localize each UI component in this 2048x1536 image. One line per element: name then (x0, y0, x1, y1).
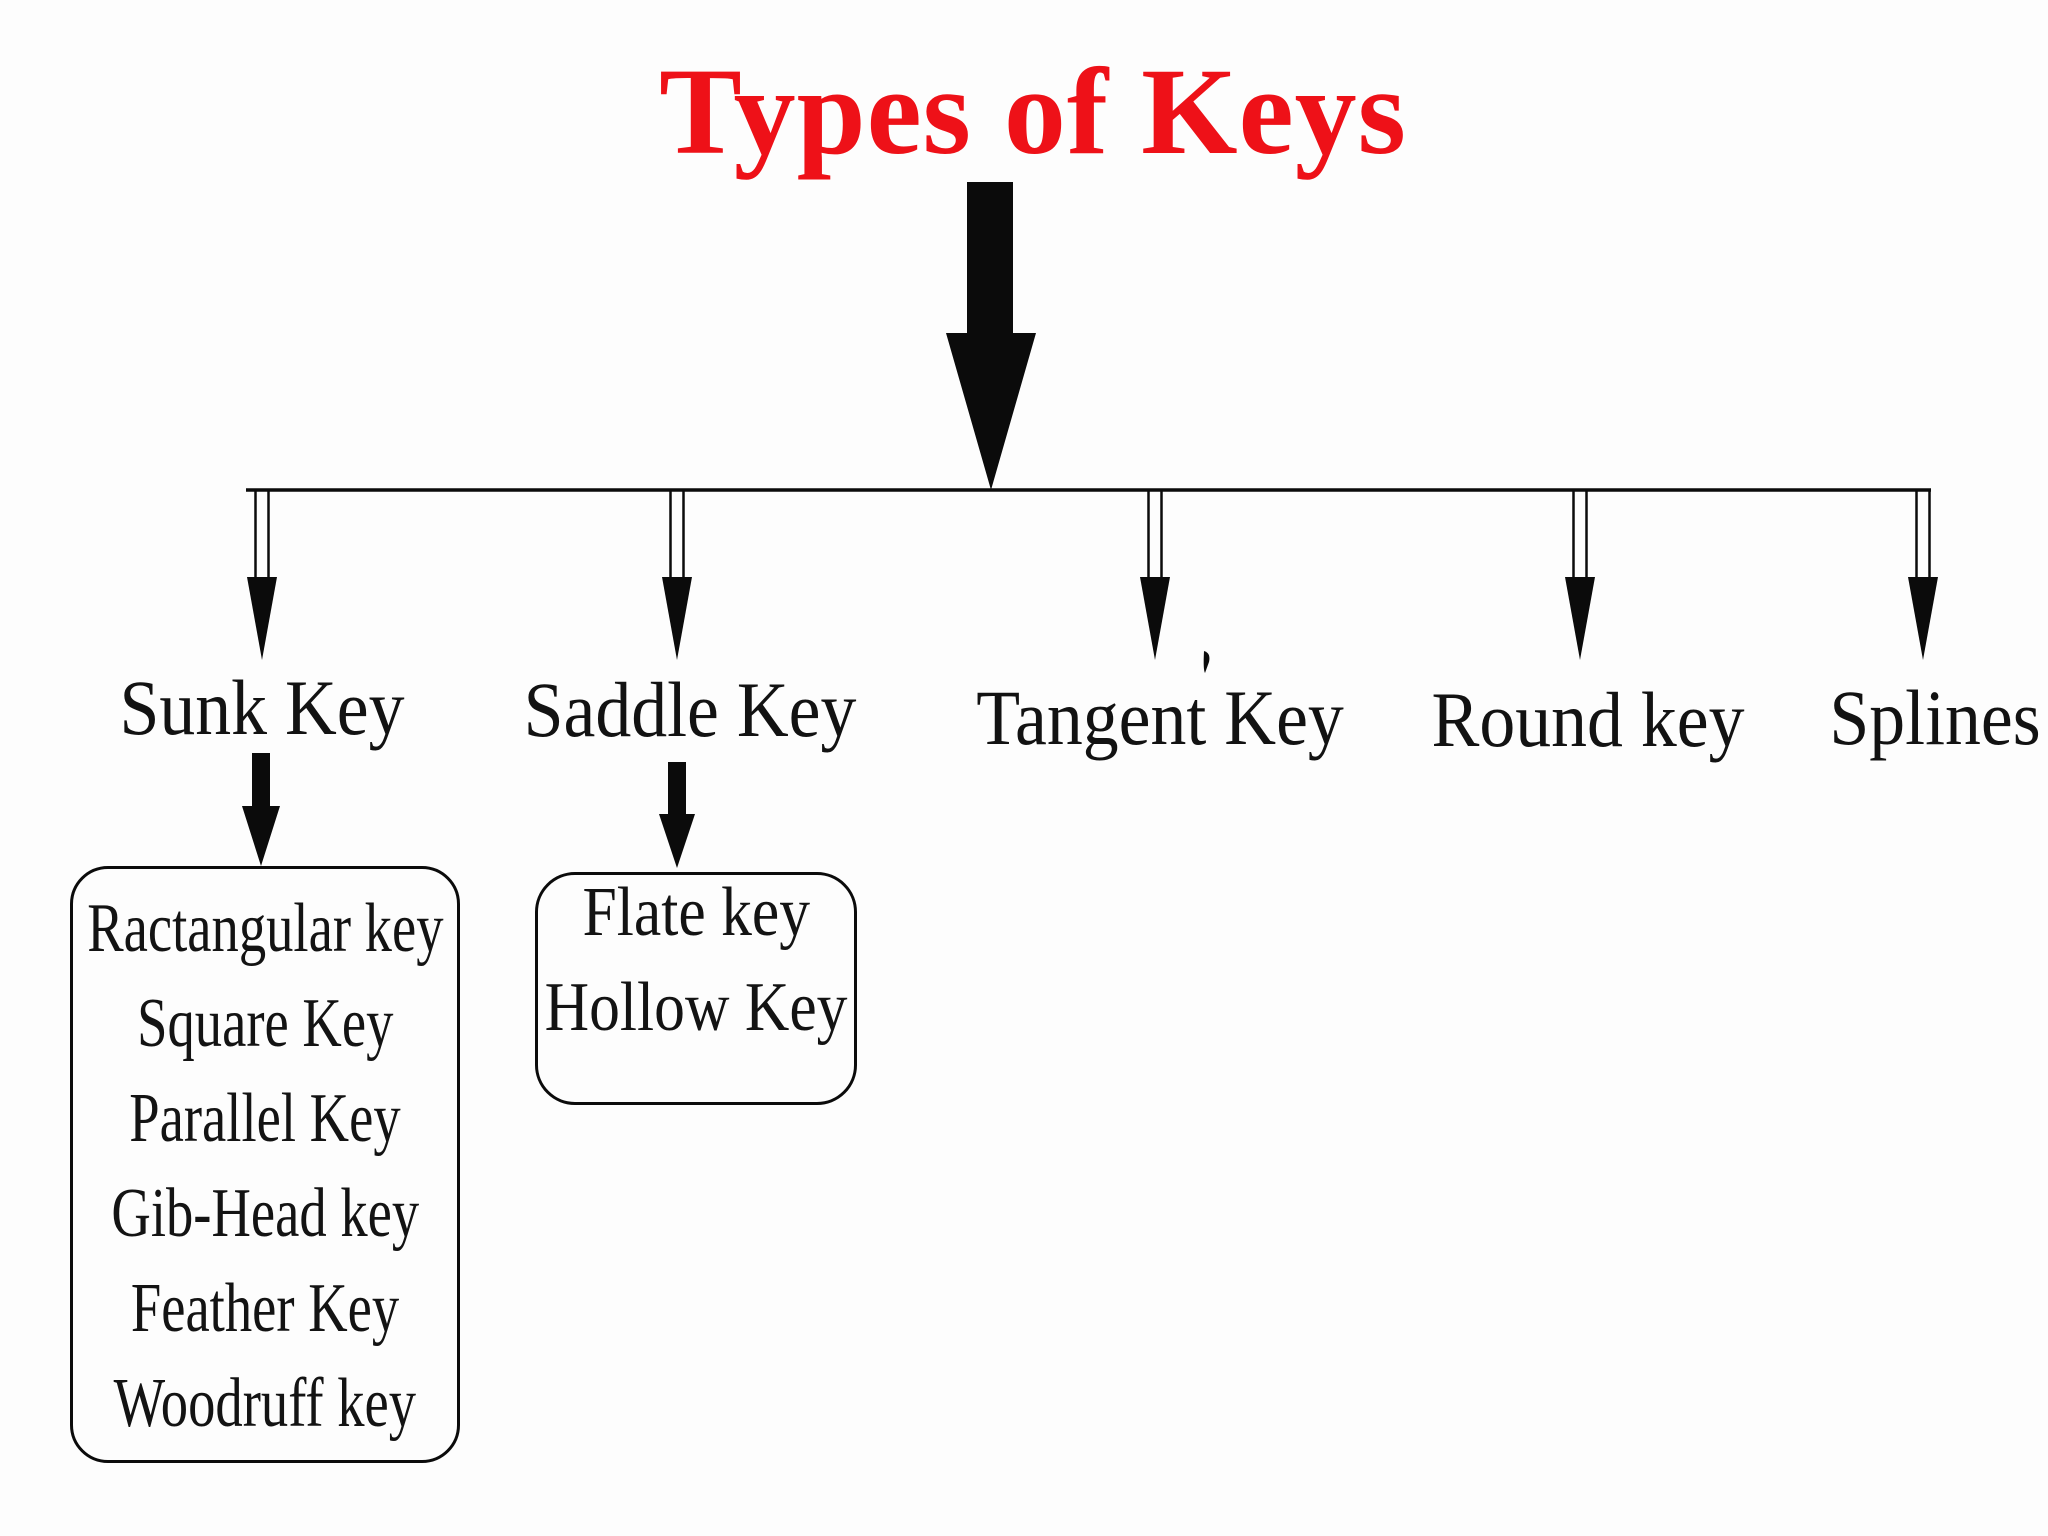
drop-arrow-sunk-icon (247, 491, 277, 660)
key-type-item: Ractangular key (86, 890, 444, 967)
key-type-item: Woodruff key (113, 1365, 417, 1442)
stray-mark (1203, 651, 1210, 673)
drop-arrow-saddle-icon (662, 491, 692, 660)
category-label-round-key: Round key (1431, 676, 1745, 763)
key-type-item: Gib-Head key (111, 1175, 419, 1252)
category-label-tangent-key: Tangent Key (976, 674, 1344, 761)
key-type-item: Parallel Key (129, 1080, 401, 1157)
key-type-item: Square Key (136, 985, 394, 1062)
sunk-to-box-arrow-icon (242, 753, 280, 866)
drop-arrow-tangent-icon (1140, 491, 1170, 660)
drop-arrow-splines-icon (1908, 491, 1938, 660)
category-label-splines: Splines (1829, 674, 2041, 761)
sunk-key-types-box: Ractangular key Square Key Parallel Key … (70, 866, 460, 1463)
diagram-title: Types of Keys (659, 43, 1407, 180)
key-type-item: Feather Key (130, 1270, 400, 1347)
category-label-saddle-key: Saddle Key (523, 666, 857, 753)
drop-arrow-round-icon (1565, 491, 1595, 660)
saddle-key-types-box: Flate key Hollow Key (535, 872, 857, 1105)
key-type-item: Hollow Key (544, 969, 848, 1046)
category-label-sunk-key: Sunk Key (119, 664, 405, 751)
saddle-to-box-arrow-icon (659, 762, 695, 868)
key-type-item: Flate key (582, 874, 810, 951)
root-down-arrow-icon (946, 182, 1036, 490)
